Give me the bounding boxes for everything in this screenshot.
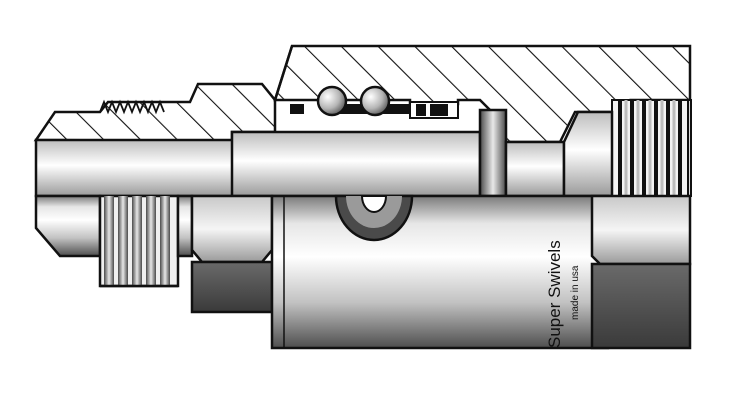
swivel-body-exterior [270, 194, 610, 350]
male-thread-exterior [98, 194, 180, 288]
brand-tagline: made in usa [570, 265, 581, 320]
ball-bearing-1 [316, 85, 348, 117]
adapter-hex [190, 194, 274, 314]
bore-stem [230, 130, 482, 198]
bore-step [478, 108, 508, 198]
bore-cone [562, 110, 614, 198]
o-ring-seal [409, 101, 459, 119]
female-thread-section [611, 99, 689, 197]
male-flare-nose [34, 194, 102, 258]
nut-hex-right [590, 194, 692, 350]
ball-plug-port [334, 194, 414, 242]
bore-middle [504, 140, 566, 198]
body-chamfer-line [273, 45, 294, 101]
race-gap [304, 104, 324, 114]
thread-relief-neck [176, 194, 194, 258]
ball-bearing-2 [359, 85, 391, 117]
adapter-thread-teeth [99, 99, 165, 115]
bore-left [34, 138, 236, 198]
brand-name: Super Swivels [545, 240, 564, 348]
bore-right [687, 99, 692, 197]
